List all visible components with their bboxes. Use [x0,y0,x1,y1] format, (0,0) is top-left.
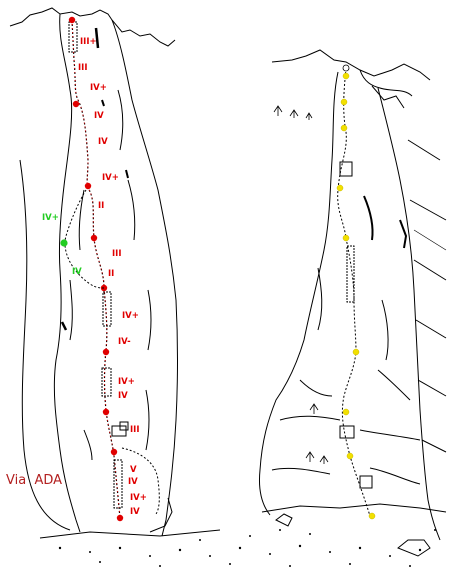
main-route-line-upper [71,19,121,519]
grade-label: IV [72,267,82,277]
grade-label: IV+ [90,83,107,93]
main-route [68,16,160,522]
grade-label: IV+ [122,311,139,321]
grade-label: IV+ [118,377,135,387]
grade-label: III+ [80,37,97,47]
variant-belay [60,239,68,247]
scree-dots [58,529,436,567]
variant-route [60,189,105,289]
grade-label: V [130,465,137,475]
right-route-belays [336,72,376,520]
grade-label: IV+ [102,173,119,183]
grade-label: IV [128,477,138,487]
left-rock-face [9,7,221,539]
tree-icons [273,105,329,464]
grade-label: IV [118,391,128,401]
main-route-belays [68,16,124,522]
main-route-grades: III+ III IV+ IV IV IV+ II III II IV+ IV-… [78,37,147,517]
right-rock-face [259,49,447,541]
grade-label: IV [130,507,140,517]
right-route [336,64,376,520]
grade-label: III [78,63,88,73]
variant-route-line [64,189,105,289]
grade-label: II [108,269,114,279]
variant-route-grades: IV+ IV [42,213,82,277]
grade-label: III [130,425,140,435]
boulders [275,513,431,557]
grade-label: IV [94,111,104,121]
right-route-line [337,67,371,517]
grade-label: IV [98,137,108,147]
grade-label: III [112,249,122,259]
diagram-title: Via ADA [6,473,62,488]
grade-label: IV- [118,337,131,347]
grade-label: II [98,201,104,211]
grade-label: IV+ [42,213,59,223]
grade-label: IV+ [130,493,147,503]
